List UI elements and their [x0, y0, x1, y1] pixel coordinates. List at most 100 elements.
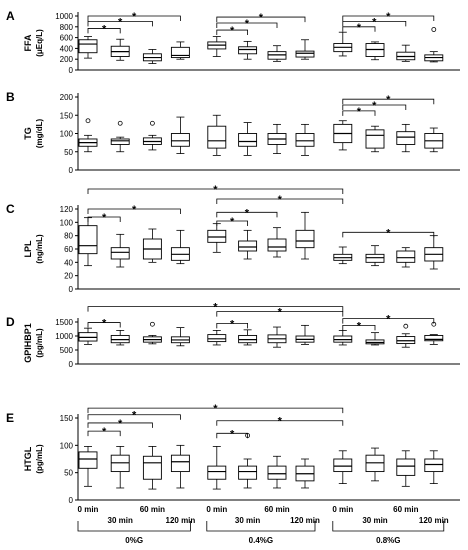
panel-b-significance-star: * — [357, 106, 362, 118]
panel-a-significance-star: * — [245, 18, 250, 30]
panel-a-significance-star: * — [230, 25, 235, 37]
panel-c-yunit: (ng/mL) — [35, 234, 44, 264]
panel-c-significance-star: * — [102, 212, 107, 224]
panel-e-box — [333, 458, 353, 473]
panel-b-yunit: (mg/dL) — [35, 119, 44, 149]
panel-b-box — [207, 125, 227, 149]
panel-e-letter: E — [6, 411, 14, 425]
panel-d-ylabel: GPIHBP1 — [23, 323, 33, 363]
x-tick-label: 30 min — [235, 516, 260, 525]
panel-e-box — [207, 465, 227, 480]
panel-d-box — [396, 336, 416, 345]
panel-d-outlier — [149, 321, 155, 327]
panel-a-significance-star: * — [132, 11, 137, 23]
panel-c-significance-star: * — [278, 194, 283, 206]
panel-a-significance-bracket — [342, 21, 407, 27]
panel-d-significance-star: * — [357, 320, 362, 332]
panel-c-y-tick-label: 20 — [64, 272, 73, 281]
panel-c-ylabel: LPL — [23, 240, 33, 258]
panel-a-significance-star: * — [259, 12, 264, 24]
panel-c-box — [396, 250, 416, 263]
panel-c-y-tick-label: 60 — [64, 245, 73, 254]
panel-d-significance-bracket — [87, 306, 344, 312]
panel-d-significance-star: * — [386, 314, 391, 326]
x-tick-label: 30 min — [108, 516, 133, 525]
panel-b-significance-bracket — [342, 98, 435, 105]
panel-d-letter: D — [6, 315, 15, 329]
x-tick-label: 30 min — [362, 516, 387, 525]
panel-c-significance-bracket — [87, 216, 121, 222]
panel-e-box — [78, 451, 98, 469]
panel-e-significance-bracket — [87, 422, 153, 428]
panel-c-significance-star: * — [386, 227, 391, 239]
panel-e-significance-bracket — [87, 430, 121, 437]
panel-a-yunit: (μEq/L) — [35, 29, 44, 57]
panel-e-y-tick-label: 150 — [60, 414, 74, 423]
panel-a-letter: A — [6, 9, 15, 23]
x-tick-label: 0 min — [206, 505, 227, 514]
panel-b-significance-bracket — [342, 110, 376, 116]
panel-d-y-tick-label: 0 — [69, 360, 74, 369]
panel-d-box — [207, 334, 227, 343]
panel-a-significance-bracket — [87, 15, 181, 21]
group-label: 0.4%G — [249, 536, 273, 545]
panel-e-yunit: (pg/mL) — [35, 444, 44, 474]
panel-a-box — [238, 46, 258, 55]
panel-a-significance-star: * — [102, 23, 107, 35]
panel-b-box — [170, 133, 190, 147]
panel-a-significance-bracket — [87, 28, 121, 34]
panel-d-y-tick-label: 1000 — [55, 332, 73, 341]
panel-a-y-tick-label: 600 — [60, 34, 74, 43]
panel-e-significance-star: * — [132, 410, 137, 422]
panel-b-box — [238, 133, 258, 147]
panel-e-y-tick-label: 0 — [69, 496, 74, 505]
panel-b-y-tick-label: 50 — [64, 148, 73, 157]
panel-d-outlier — [403, 323, 409, 329]
panel-a-y-tick-label: 1000 — [55, 12, 73, 21]
panel-d-box — [424, 334, 444, 342]
panel-b-box — [365, 129, 385, 149]
x-tick-label: 60 min — [264, 505, 289, 514]
panel-a-box — [295, 50, 315, 58]
panel-a-significance-bracket — [342, 26, 376, 32]
panel-b-outlier — [85, 118, 91, 124]
panel-c-box — [78, 225, 98, 255]
panel-c-box — [365, 253, 385, 263]
x-tick-label: 120 min — [419, 516, 449, 525]
panel-d-significance-star: * — [278, 307, 283, 319]
panel-b-significance-star: * — [386, 94, 391, 106]
panel-b-significance-star: * — [372, 100, 377, 112]
panel-e-y-tick-label: 50 — [64, 469, 73, 478]
panel-a-significance-bracket — [216, 16, 306, 23]
panel-e-box — [267, 465, 287, 480]
panel-d-significance-star: * — [230, 318, 235, 330]
panel-e-box — [238, 465, 258, 480]
group-bracket — [206, 521, 316, 532]
panel-b-outlier — [149, 120, 155, 126]
panel-a-significance-star: * — [386, 11, 391, 23]
panel-d-significance-star: * — [213, 302, 218, 314]
panel-a-box — [78, 39, 98, 54]
panel-a-significance-star: * — [372, 16, 377, 28]
panel-c-box — [295, 229, 315, 249]
x-tick-label: 60 min — [140, 505, 165, 514]
panel-c-significance-bracket — [87, 208, 181, 214]
panel-b-outlier — [117, 120, 123, 126]
panel-b-box — [396, 131, 416, 145]
panel-a-significance-star: * — [118, 16, 123, 28]
panel-c-y-tick-label: 0 — [69, 285, 74, 294]
panel-c-box — [207, 229, 227, 243]
panel-e-significance-star: * — [278, 416, 283, 428]
panel-c-significance-bracket — [342, 231, 435, 238]
panel-e-significance-bracket — [216, 432, 248, 439]
panel-b-ylabel: TG — [23, 127, 33, 140]
panel-e-significance-star: * — [213, 403, 218, 415]
panel-c-significance-bracket — [87, 188, 344, 194]
panel-a-y-tick-label: 200 — [60, 55, 74, 64]
panel-d-significance-bracket — [342, 318, 435, 324]
panel-a-significance-bracket — [216, 22, 278, 29]
group-bracket — [77, 521, 191, 532]
panel-c-significance-star: * — [230, 216, 235, 228]
panel-c-significance-bracket — [216, 220, 248, 226]
